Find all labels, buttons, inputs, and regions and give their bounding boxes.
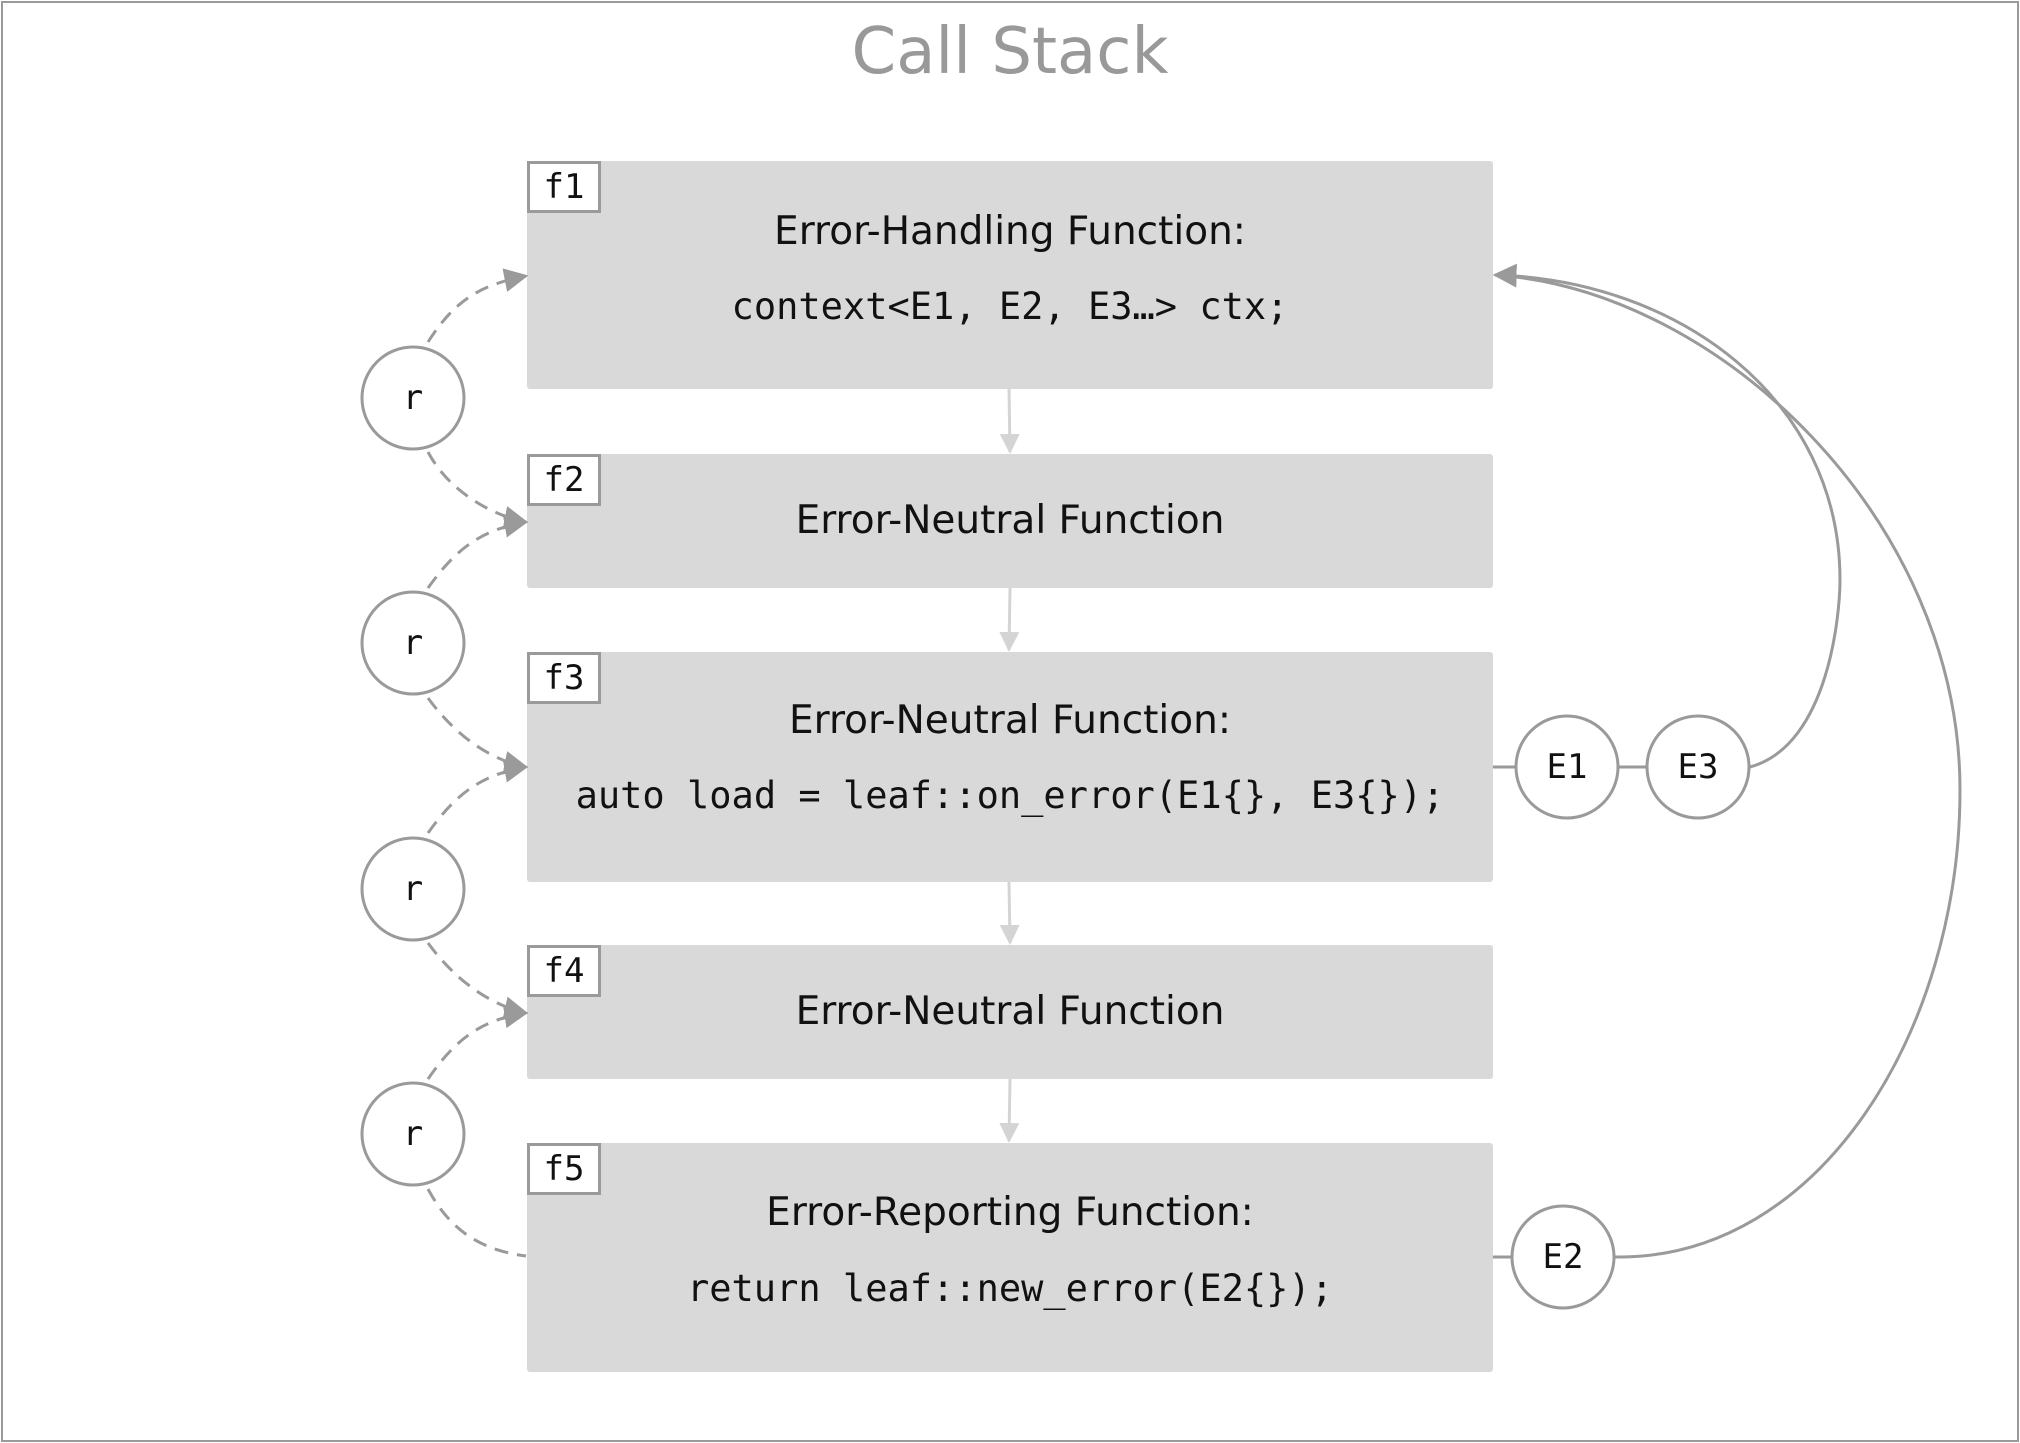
frame-heading-f2: Error-Neutral Function — [795, 498, 1225, 543]
error-node-e2 — [1510, 1204, 1616, 1310]
call-arrow-f3-f4 — [999, 881, 1020, 945]
return-node-r4-label: r — [402, 1114, 424, 1154]
return-link-f2-r1 — [426, 451, 529, 530]
error-node-e3 — [1645, 714, 1751, 820]
frame-box-f2: f2 Error-Neutral Function — [527, 454, 1493, 588]
frame-box-f1: f1 Error-Handling Function: context<E1, … — [527, 161, 1493, 389]
frame-box-f3: f3 Error-Neutral Function: auto load = l… — [527, 652, 1493, 882]
frame-code-f3: auto load = leaf::on_error(E1{}, E3{}); — [575, 774, 1445, 817]
return-arrow-to-f1 — [426, 268, 529, 343]
return-link-f4-r3 — [426, 942, 529, 1021]
return-arrow-to-f3 — [426, 758, 529, 834]
propagation-arrow-e3-f1 — [1492, 263, 1842, 769]
frame-heading-f5: Error-Reporting Function: — [766, 1190, 1254, 1235]
return-node-r2 — [360, 590, 466, 696]
call-arrow-f2-f3 — [999, 587, 1020, 652]
return-arrow-to-f2 — [426, 513, 529, 589]
return-link-f5-r4 — [426, 1188, 527, 1258]
frame-heading-f4: Error-Neutral Function — [795, 989, 1225, 1034]
frame-code-f1: context<E1, E2, E3…> ctx; — [731, 285, 1289, 328]
frame-box-f4: f4 Error-Neutral Function — [527, 945, 1493, 1079]
frame-tag-f1: f1 — [527, 161, 601, 213]
return-node-r1-label: r — [402, 378, 424, 418]
return-node-r3 — [360, 836, 466, 942]
propagation-arrow-e2-f1 — [1494, 273, 1962, 1259]
error-node-e2-label: E2 — [1542, 1237, 1584, 1277]
return-node-r3-label: r — [402, 869, 424, 909]
return-node-r1 — [360, 345, 466, 451]
frame-tag-f4: f4 — [527, 945, 601, 997]
diagram-title: Call Stack — [851, 15, 1169, 89]
frame-heading-f3: Error-Neutral Function: — [788, 698, 1231, 743]
error-node-e1-label: E1 — [1546, 747, 1588, 787]
frame-tag-f5: f5 — [527, 1143, 601, 1195]
return-arrow-to-f4 — [426, 1004, 529, 1080]
call-arrow-f4-f5 — [999, 1078, 1020, 1143]
frame-box-f5: f5 Error-Reporting Function: return leaf… — [527, 1143, 1493, 1372]
frame-tag-f3: f3 — [527, 652, 601, 704]
return-node-r2-label: r — [402, 623, 424, 663]
frame-tag-f2: f2 — [527, 454, 601, 506]
return-node-r4 — [360, 1081, 466, 1187]
frame-code-f5: return leaf::new_error(E2{}); — [686, 1267, 1333, 1310]
frame-heading-f1: Error-Handling Function: — [774, 209, 1246, 254]
error-node-e1 — [1514, 714, 1620, 820]
return-link-f3-r2 — [426, 697, 529, 775]
call-arrow-f1-f2 — [999, 388, 1020, 454]
error-node-e3-label: E3 — [1677, 747, 1719, 787]
